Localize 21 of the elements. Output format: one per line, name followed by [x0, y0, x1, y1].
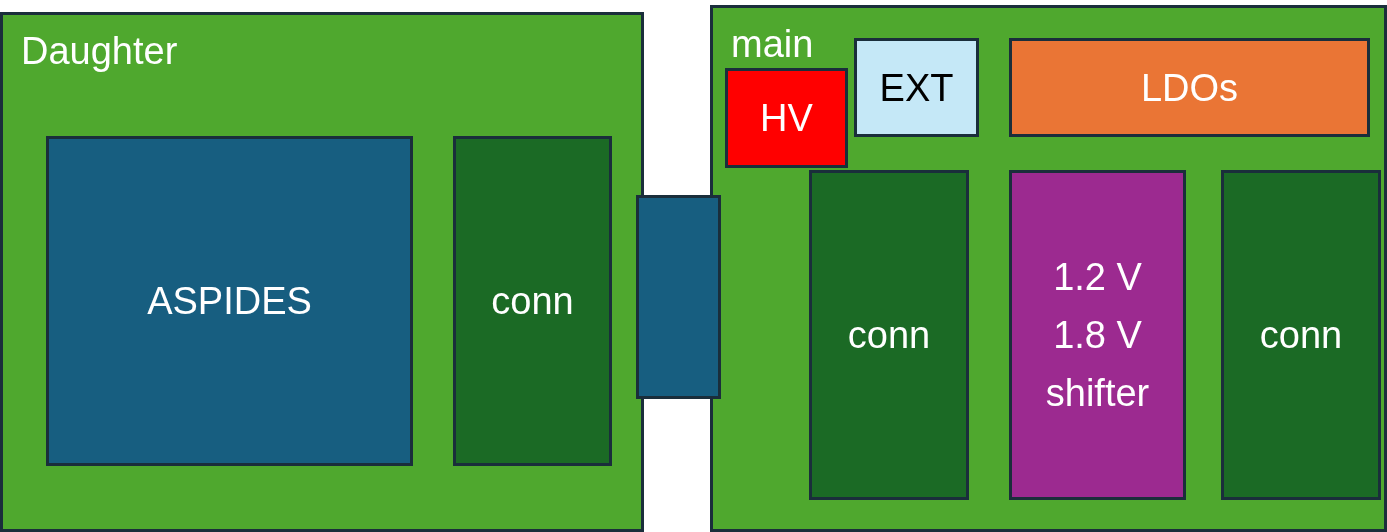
main-board: [710, 5, 1387, 532]
block-label: EXT: [879, 65, 954, 111]
ext-block: [854, 38, 979, 137]
board-title: Daughter: [21, 29, 178, 73]
board-title: main: [731, 22, 814, 66]
block-label: conn: [847, 313, 931, 358]
block-label: 1.2 V 1.8 V shifter: [1044, 255, 1151, 416]
block-label: LDOs: [1140, 65, 1239, 111]
level-shifter-block: [1009, 170, 1186, 500]
board-connector: [636, 195, 721, 399]
daughter-board: [0, 12, 644, 532]
block-label: conn: [1259, 313, 1343, 358]
hv-block: [725, 68, 848, 168]
connector-block: [453, 136, 612, 466]
ldo-block: [1009, 38, 1370, 137]
block-label: HV: [760, 96, 813, 141]
chip-block: [46, 136, 413, 466]
block-label: conn: [491, 279, 574, 324]
connector-block: [1221, 170, 1381, 500]
connector-block: [809, 170, 969, 500]
block-label: ASPIDES: [147, 279, 312, 324]
